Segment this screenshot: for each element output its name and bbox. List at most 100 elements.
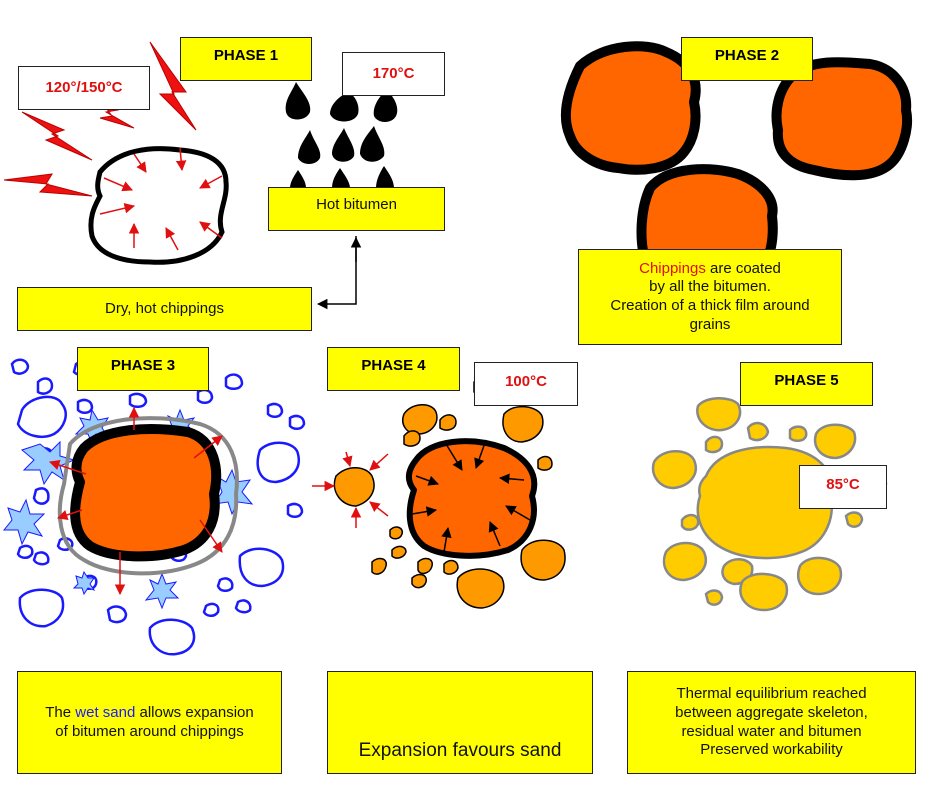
phase2-line1: Chippings are coated bbox=[639, 260, 781, 279]
sand-grain bbox=[256, 441, 301, 484]
phase4-title: PHASE 4 bbox=[327, 347, 460, 391]
phase3-prefix: The bbox=[45, 703, 76, 721]
sand-grain bbox=[371, 557, 387, 575]
aggregate-grain bbox=[797, 556, 843, 596]
bitumen-to-chippings-connector bbox=[316, 236, 357, 310]
compression-arrows bbox=[312, 451, 389, 528]
aggregate-grain bbox=[704, 435, 724, 454]
phase2-line1-rest: are coated bbox=[705, 259, 781, 277]
sand-grain bbox=[286, 502, 304, 518]
lightning-icon bbox=[3, 173, 93, 197]
aggregate-grain bbox=[739, 572, 789, 612]
chippings-highlight: Chippings bbox=[639, 259, 706, 277]
phase3-line2: of bitumen around chippings bbox=[55, 722, 244, 740]
phase5-description: Thermal equilibrium reached between aggr… bbox=[627, 671, 916, 774]
phase4-small-grain bbox=[333, 467, 375, 507]
bitumen-drop bbox=[332, 128, 355, 162]
bitumen-drop bbox=[298, 130, 321, 164]
aggregate-grain bbox=[680, 513, 700, 531]
phase4-temperature: 100°C bbox=[474, 362, 578, 406]
lightning-icon bbox=[21, 111, 93, 161]
coated-grain bbox=[560, 41, 701, 175]
phase3-water-film-outline bbox=[57, 416, 239, 576]
phase4-coated-grain bbox=[406, 438, 538, 559]
aggregate-grain bbox=[844, 511, 864, 528]
sand-grain bbox=[234, 599, 252, 614]
hot-chipping-grain bbox=[88, 146, 229, 265]
dry-chippings-label: Dry, hot chippings bbox=[17, 287, 312, 331]
coated-grains bbox=[560, 41, 912, 261]
heat-arrows bbox=[99, 147, 223, 251]
phase4-sand-grains bbox=[371, 377, 566, 609]
sand-grain bbox=[202, 602, 220, 617]
water-splash-icon bbox=[72, 570, 96, 596]
bitumen-drop bbox=[373, 90, 398, 122]
bitumen-drop bbox=[360, 126, 385, 162]
sand-grain bbox=[216, 577, 234, 592]
sand-grain bbox=[106, 605, 128, 624]
phase1-chippings-temperature: 120°/150°C bbox=[18, 66, 150, 110]
sand-grain bbox=[32, 487, 50, 505]
sand-grain bbox=[389, 526, 404, 540]
sand-grain bbox=[224, 373, 244, 390]
bitumen-drop bbox=[376, 166, 394, 188]
aggregate-grain bbox=[696, 397, 742, 432]
sand-grain bbox=[537, 455, 553, 471]
sand-grain bbox=[196, 388, 214, 404]
sand-grain bbox=[266, 402, 284, 418]
contraction-arrows bbox=[411, 439, 531, 553]
bitumen-drop bbox=[290, 170, 306, 188]
wet-sand-highlight: wet sand bbox=[75, 703, 136, 721]
expansion-arrows bbox=[49, 406, 223, 596]
phase5-bitumen-mass bbox=[696, 445, 833, 560]
sand-grain bbox=[502, 405, 544, 443]
sand-grain bbox=[411, 573, 427, 589]
phase5-line3: residual water and bitumen bbox=[681, 722, 862, 740]
phase5-temperature: 85°C bbox=[799, 465, 887, 509]
sand-grain bbox=[288, 414, 306, 430]
phase3-coated-grain bbox=[70, 424, 222, 562]
sand-grain bbox=[391, 545, 407, 559]
bitumen-drop bbox=[332, 168, 350, 188]
sand-grain bbox=[76, 398, 94, 414]
phase2-title: PHASE 2 bbox=[681, 37, 813, 81]
sand-grain bbox=[16, 544, 34, 559]
aggregate-grain bbox=[788, 425, 808, 442]
phase3-line1: The wet sand allows expansion bbox=[45, 704, 253, 723]
lightning-icon bbox=[149, 41, 197, 131]
sand-grain bbox=[520, 539, 566, 581]
aggregate-grain bbox=[746, 421, 770, 442]
sand-grain bbox=[16, 395, 67, 438]
hot-bitumen-label: Hot bitumen bbox=[268, 187, 445, 231]
bitumen-drop bbox=[285, 82, 311, 120]
water-splash-icon bbox=[2, 498, 46, 546]
sand-grain bbox=[417, 557, 433, 575]
water-splash-icon bbox=[144, 572, 180, 610]
sand-grain bbox=[443, 559, 459, 575]
aggregate-grain bbox=[704, 589, 724, 606]
phase2-description: Chippings are coated by all the bitumen.… bbox=[578, 249, 842, 345]
water-splash-icon bbox=[20, 440, 76, 486]
phase2-line3: Creation of a thick film around bbox=[610, 297, 810, 314]
sand-grain bbox=[456, 568, 505, 609]
phase3-description: The wet sand allows expansion of bitumen… bbox=[17, 671, 282, 774]
phase5-grains bbox=[651, 397, 888, 612]
phase2-line2: by all the bitumen. bbox=[649, 278, 771, 296]
aggregate-grain bbox=[651, 450, 697, 490]
phase5-line1: Thermal equilibrium reached bbox=[676, 685, 867, 702]
phase2-line4: grains bbox=[689, 315, 731, 333]
bitumen-drop bbox=[330, 92, 359, 122]
sand-grain bbox=[128, 392, 148, 408]
coated-grain bbox=[636, 164, 778, 261]
phase1-title: PHASE 1 bbox=[180, 37, 312, 81]
phase5-line2: between aggregate skeleton, bbox=[675, 703, 868, 721]
sand-grain bbox=[36, 377, 54, 395]
phase1-bitumen-temperature: 170°C bbox=[342, 52, 445, 96]
sand-grain bbox=[32, 551, 50, 566]
sand-grain bbox=[402, 404, 438, 435]
phase3-title: PHASE 3 bbox=[77, 347, 209, 391]
phase5-line4: Preserved workability bbox=[700, 741, 843, 759]
sand-grain bbox=[148, 618, 196, 656]
